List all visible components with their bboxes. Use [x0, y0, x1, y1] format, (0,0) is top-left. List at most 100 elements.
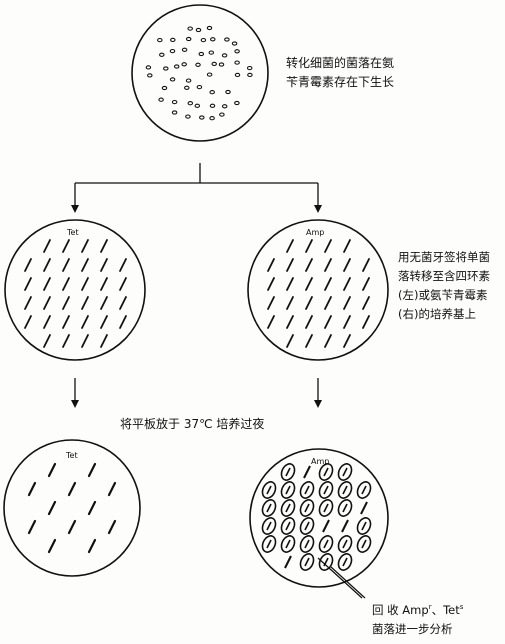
colony-oval	[299, 553, 315, 571]
colony-oval	[280, 463, 296, 481]
mid-left-plate	[4, 219, 146, 361]
colony-dot	[171, 110, 178, 115]
colony-dot	[225, 89, 231, 95]
branch-arrowheads	[71, 205, 322, 213]
streak	[47, 500, 57, 516]
top-caption-line1: 转化细菌的菌落在氨	[286, 56, 395, 70]
colony-streak	[304, 485, 310, 495]
colony-dot	[147, 73, 153, 78]
streak	[267, 296, 275, 310]
colony-streak	[304, 557, 310, 567]
colony-streak	[323, 467, 329, 477]
streak	[100, 334, 108, 348]
top-plate	[131, 4, 269, 142]
colony-dot	[171, 99, 178, 105]
streak	[324, 277, 332, 291]
streak	[62, 277, 70, 291]
arrowhead-right	[314, 400, 322, 408]
streak	[119, 315, 127, 329]
colony-dot	[221, 104, 228, 109]
colony-dot	[169, 77, 176, 82]
streak	[81, 334, 89, 348]
streak	[362, 315, 370, 329]
streak	[324, 315, 332, 329]
streak	[343, 334, 351, 348]
colony-oval	[318, 535, 334, 553]
streaks-bottom-left	[27, 462, 117, 554]
colony-oval	[261, 499, 277, 517]
streak	[343, 315, 351, 329]
plate-label-bottom-right: Amp	[311, 457, 330, 466]
colony-streak	[285, 503, 291, 513]
streak	[87, 538, 97, 554]
colony-oval	[261, 481, 277, 499]
colony-streak	[361, 539, 367, 549]
colony-streak	[266, 485, 272, 495]
streak	[286, 277, 294, 291]
streak	[360, 501, 368, 515]
colony-oval	[337, 553, 353, 571]
mid-right-plate	[247, 219, 389, 361]
colony-oval	[356, 481, 372, 499]
streak	[43, 296, 51, 310]
colony-streak	[342, 539, 348, 549]
streak	[81, 258, 89, 272]
streak	[43, 239, 51, 253]
streak	[362, 296, 370, 310]
plate-label-bottom-left: Tet	[66, 451, 78, 460]
streak	[305, 277, 313, 291]
arrowhead-left	[71, 400, 79, 408]
colony-streak	[285, 539, 291, 549]
colony-streak	[266, 503, 272, 513]
streak	[43, 334, 51, 348]
colony-dot	[211, 61, 217, 67]
colony-dot	[210, 37, 216, 42]
streaks-mid-right	[267, 239, 370, 348]
streak	[62, 315, 70, 329]
streak	[286, 315, 294, 329]
colony-oval	[337, 481, 353, 499]
colony-oval	[318, 463, 334, 481]
colony-dot	[231, 41, 238, 46]
streak	[324, 258, 332, 272]
right-caption-line2: 落转移至含四环素	[398, 269, 490, 283]
streak	[87, 462, 97, 478]
streak	[81, 296, 89, 310]
streak	[322, 519, 330, 533]
colony-dot	[185, 36, 192, 42]
streak	[286, 258, 294, 272]
colony-dot	[187, 101, 194, 106]
colony-dot	[157, 37, 163, 43]
streak	[305, 258, 313, 272]
streak	[362, 277, 370, 291]
colony-dot	[195, 62, 201, 67]
colony-oval	[318, 481, 334, 499]
streak	[43, 315, 51, 329]
streak	[62, 334, 70, 348]
colony-streak	[304, 521, 310, 531]
colony-oval	[299, 481, 315, 499]
streak	[119, 296, 127, 310]
streak	[62, 296, 70, 310]
colony-dot	[159, 52, 165, 57]
colony-oval	[261, 517, 277, 535]
colony-oval	[299, 499, 315, 517]
colony-dot	[218, 62, 225, 67]
colony-dot	[206, 25, 213, 31]
streak	[267, 315, 275, 329]
streak	[324, 239, 332, 253]
streak	[284, 555, 292, 569]
colony-streak	[304, 539, 310, 549]
streak	[27, 519, 37, 535]
colony-dot	[181, 62, 187, 67]
colony-oval	[280, 499, 296, 517]
streak	[107, 519, 117, 535]
right-caption-line1: 用无菌牙签将单菌	[398, 250, 490, 264]
colony-dot	[209, 90, 215, 95]
colony-streak	[266, 521, 272, 531]
branch-connector	[74, 163, 319, 207]
streak	[305, 315, 313, 329]
colony-oval	[318, 553, 334, 571]
right-caption-line3: (左)或氨苄青霉素	[398, 288, 488, 302]
bottom-caption-line2: 菌落进一步分析	[372, 621, 453, 636]
